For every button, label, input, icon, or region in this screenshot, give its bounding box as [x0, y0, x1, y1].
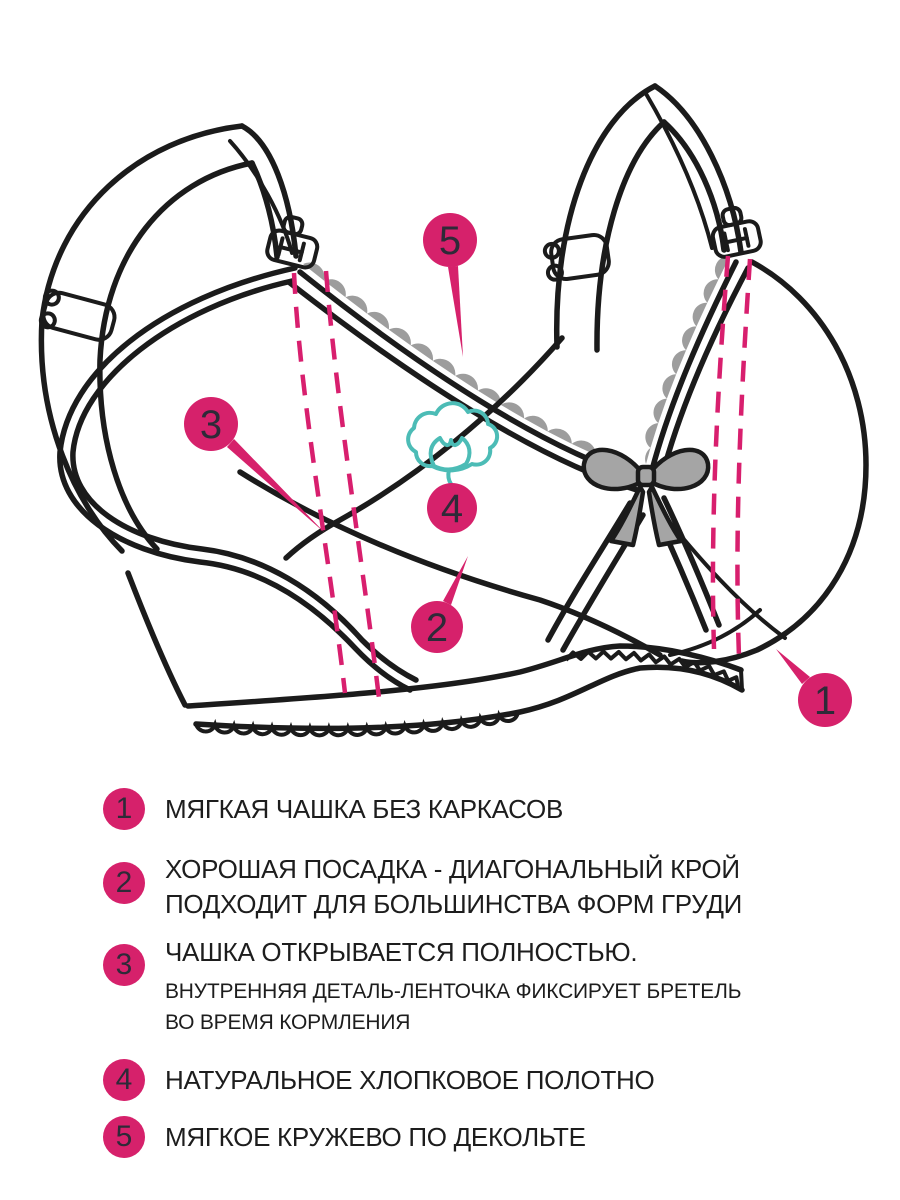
ribbon-bow-icon	[581, 447, 711, 548]
callout-4-number: 4	[441, 487, 463, 531]
callout-2-badge	[411, 601, 463, 653]
callout-4-badge	[427, 483, 477, 533]
legend-item-2-line-2: ПОДХОДИТ ДЛЯ БОЛЬШИНСТВА ФОРМ ГРУДИ	[165, 889, 743, 919]
callout-1-leader	[776, 649, 810, 684]
legend-badge-3: 3	[103, 944, 145, 986]
legend-badge-5: 5	[103, 1116, 145, 1158]
right-shoulder-strap	[553, 83, 744, 353]
callout-3-badge	[184, 397, 238, 451]
legend-badge-2: 2	[103, 862, 145, 904]
picot-trim-icon	[194, 709, 522, 738]
legend-item-3-subline-2: ВО ВРЕМЯ КОРМЛЕНИЯ	[165, 1011, 411, 1034]
callout-5-leader	[448, 266, 463, 357]
callout-1-number: 1	[814, 679, 836, 723]
callout-2-number: 2	[426, 606, 448, 650]
callout-5-badge	[423, 213, 477, 267]
legend-item-2-line-1: ХОРОШАЯ ПОСАДКА - ДИАГОНАЛЬНЫЙ КРОЙ	[165, 854, 740, 884]
inner-ribbon-dashed-lines	[291, 255, 753, 699]
cotton-flower-icon	[406, 401, 500, 486]
legend-item-3-subtext: ВНУТРЕННЯЯ ДЕТАЛЬ-ЛЕНТОЧКА ФИКСИРУЕТ БРЕ…	[165, 976, 741, 1038]
bra-diagram-svg: 5 3 4 2 1	[38, 83, 869, 738]
callout-2-leader	[443, 556, 468, 605]
side-panel	[125, 570, 188, 708]
left-cup-edge	[57, 265, 419, 693]
legend-item-3-subline-1: ВНУТРЕННЯЯ ДЕТАЛЬ-ЛЕНТОЧКА ФИКСИРУЕТ БРЕ…	[165, 980, 742, 1003]
legend-item-1-text: МЯГКАЯ ЧАШКА БЕЗ КАРКАСОВ	[165, 794, 563, 824]
strap-slider-left-icon	[38, 288, 117, 342]
legend-item-3-text: ЧАШКА ОТКРЫВАЕТСЯ ПОЛНОСТЬЮ.	[165, 937, 638, 967]
left-cup-seams	[237, 335, 663, 658]
diagram-callouts: 5 3 4 2 1	[184, 213, 852, 727]
legend-badge-4: 4	[103, 1059, 145, 1101]
legend-item-2-text: ХОРОШАЯ ПОСАДКА - ДИАГОНАЛЬНЫЙ КРОЙ ПОДХ…	[165, 852, 742, 922]
legend-badge-1: 1	[103, 788, 145, 830]
lace-trim-left-icon	[303, 262, 640, 472]
callout-3-leader	[227, 439, 325, 533]
callout-5-number: 5	[439, 219, 461, 263]
legend-item-5-text: МЯГКОЕ КРУЖЕВО ПО ДЕКОЛЬТЕ	[165, 1122, 586, 1152]
callout-3-number: 3	[200, 403, 222, 447]
lace-guide-left	[303, 264, 640, 472]
strap-slider-right-icon	[542, 232, 611, 282]
right-neckline-edge	[649, 259, 751, 479]
legend-item-4-text: НАТУРАЛЬНОЕ ХЛОПКОВОЕ ПОЛОТНО	[165, 1065, 655, 1095]
nursing-clasp-right-icon	[710, 205, 763, 259]
callout-1-badge	[798, 673, 852, 727]
zigzag-trim-icon	[564, 649, 740, 687]
nursing-clasp-left-icon	[265, 214, 320, 270]
